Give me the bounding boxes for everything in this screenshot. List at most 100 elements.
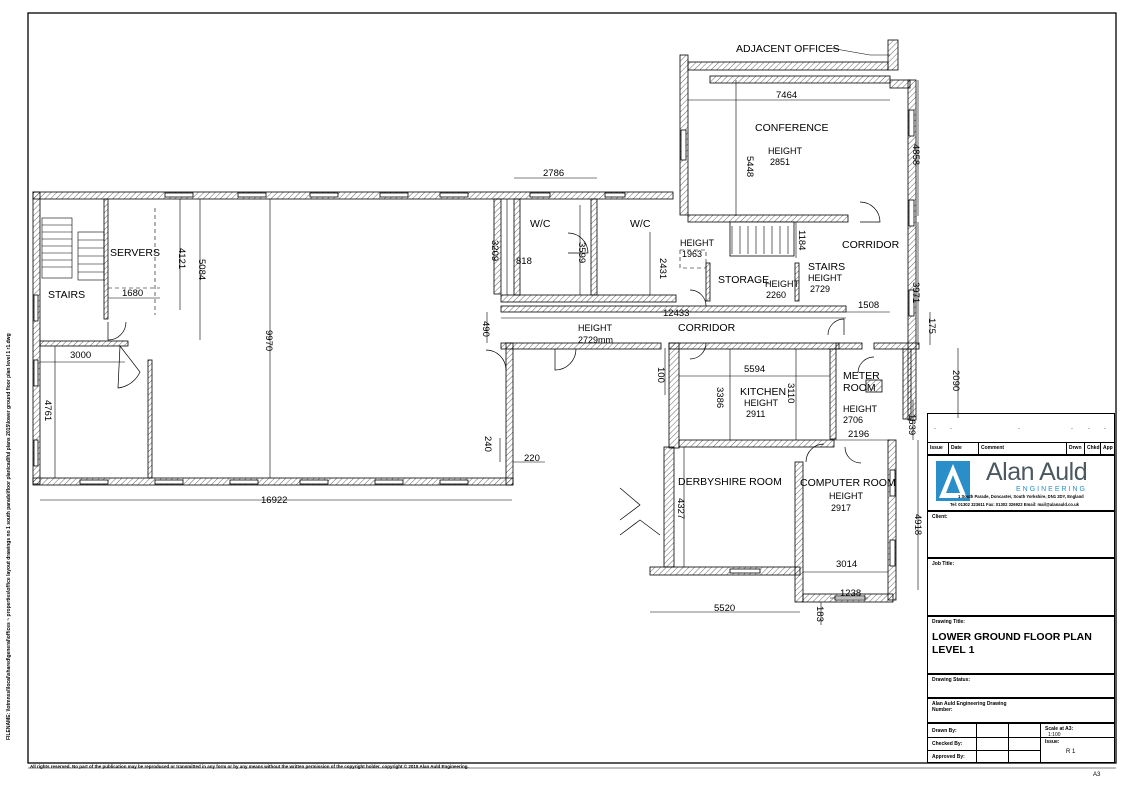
rev-mark: . <box>1104 424 1106 431</box>
dim-3386: 3386 <box>714 387 725 408</box>
rev-chkd-header: Chkd <box>1084 442 1100 455</box>
dim-1184: 1184 <box>796 230 807 250</box>
wc1-label: W/C <box>530 218 551 230</box>
rev-mark: . <box>950 424 952 431</box>
rev-mark: . <box>1088 424 1090 431</box>
dim-240: 240 <box>482 436 493 452</box>
meter-room-label-2: ROOM <box>843 382 876 394</box>
stairs-left-label: STAIRS <box>48 289 85 301</box>
approved-by-label: Approved By: <box>932 754 965 760</box>
client-label: Client: <box>932 514 948 520</box>
company-contact: Tel: 01302 323611 Fax: 01302 326922 Emai… <box>950 502 1080 507</box>
company-address: 1 South Parade, Doncaster, South Yorkshi… <box>958 494 1084 499</box>
room-labels: SERVERS STAIRS W/C W/C CONFERENCE HEIGHT… <box>48 43 900 513</box>
revision-table: . . . . . . Issue Date Comment Drwn Chkd… <box>927 413 1115 455</box>
drawn-by-label: Drawn By: <box>932 728 957 734</box>
derbyshire-label: DERBYSHIRE ROOM <box>678 476 782 488</box>
stairs-graphics <box>41 217 789 281</box>
dim-16922: 16922 <box>261 495 287 506</box>
dim-818: 818 <box>516 256 532 267</box>
conference-height: 2851 <box>770 157 790 167</box>
rev-comment-header: Comment <box>978 442 1066 455</box>
copyright-footer: All rights reserved. No part of the publ… <box>30 764 469 769</box>
drawing-title-label: Drawing Title: <box>932 619 965 625</box>
computer-room-label: COMPUTER ROOM <box>800 477 896 489</box>
checked-by-label: Checked By: <box>932 741 963 747</box>
adjacent-offices-label: ADJACENT OFFICES <box>736 43 840 55</box>
dimension-labels: 7464 5448 4858 2786 3209 3599 818 2431 1… <box>42 90 961 622</box>
dim-12433: 12433 <box>663 308 689 319</box>
storage-label: STORAGE <box>718 274 769 286</box>
file-path-label: FILENAME: <box>6 712 12 740</box>
dim-3971: 3971 <box>910 282 921 303</box>
dim-5520: 5520 <box>714 603 735 614</box>
dim-4918: 4918 <box>912 514 923 535</box>
corridor-height-label: HEIGHT <box>578 323 613 333</box>
rev-app-header: App <box>1100 442 1114 455</box>
conference-height-label: HEIGHT <box>768 146 803 156</box>
signature-table: Drawn By: Checked By: Approved By: Scale… <box>927 723 1115 763</box>
file-path-value: \\otmnxsl\local\shared\general\offices ~… <box>6 333 12 712</box>
stairs-height: 2729 <box>810 284 830 294</box>
drawing-title-line-2: LEVEL 1 <box>932 644 975 656</box>
dim-175: 175 <box>926 318 937 334</box>
rev-mark: . <box>934 424 936 431</box>
dim-3209: 3209 <box>489 240 500 261</box>
rev-drwn-header: Drwn <box>1066 442 1084 455</box>
job-title-label: Job Title: <box>932 561 955 567</box>
kitchen-height-label: HEIGHT <box>744 398 779 408</box>
dim-220: 220 <box>524 453 540 464</box>
kitchen-height: 2911 <box>746 409 765 419</box>
conference-label: CONFERENCE <box>755 122 829 134</box>
meter-room-label-1: METER <box>843 370 880 382</box>
meter-height: 2706 <box>843 415 863 425</box>
meter-height-label: HEIGHT <box>843 404 878 414</box>
job-title-box: Job Title: <box>927 558 1115 616</box>
dim-4121: 4121 <box>176 248 187 269</box>
dim-2090: 2090 <box>950 370 961 391</box>
dim-3599: 3599 <box>576 242 587 263</box>
stairs-height-label: HEIGHT <box>808 273 843 283</box>
drawing-number-box: Alan Auld Engineering Drawing Number: <box>927 698 1115 723</box>
sheet-border <box>27 12 1117 764</box>
dim-5448: 5448 <box>744 156 755 177</box>
rev-date-header: Date <box>948 442 978 455</box>
file-path: FILENAME: \\otmnxsl\local\shared\general… <box>6 333 12 740</box>
dim-2431: 2431 <box>657 258 668 279</box>
dim-7464: 7464 <box>776 90 797 101</box>
kitchen-label: KITCHEN <box>740 386 786 398</box>
drawing-number-label: Alan Auld Engineering Drawing Number: <box>932 701 1007 713</box>
scale-label: Scale at A3: <box>1045 726 1074 732</box>
dim-1680: 1680 <box>122 288 143 299</box>
company-subtitle: ENGINEERING <box>1016 486 1088 493</box>
drawing-status-box: Drawing Status: <box>927 674 1115 698</box>
wc-height: 1963 <box>682 249 702 259</box>
rev-mark: . <box>1018 424 1020 431</box>
computer-height-label: HEIGHT <box>829 491 864 501</box>
issue-label: Issue: <box>1045 739 1060 745</box>
dim-5084: 5084 <box>196 259 207 280</box>
doors <box>107 201 881 536</box>
stairs-right-label: STAIRS <box>808 261 845 273</box>
dim-2786: 2786 <box>543 168 564 179</box>
dim-2196: 2196 <box>848 429 869 440</box>
storage-height-label: HEIGHT <box>765 279 800 289</box>
dim-183: 183 <box>814 606 825 622</box>
company-logo-icon <box>936 461 970 501</box>
dimension-lines <box>40 47 959 625</box>
drawing-title-box: Drawing Title: LOWER GROUND FLOOR PLAN L… <box>927 616 1115 674</box>
corridor-main-label: CORRIDOR <box>678 322 736 334</box>
storage-height: 2260 <box>766 290 786 300</box>
wc-height-label: HEIGHT <box>680 238 715 248</box>
dim-3000: 3000 <box>70 350 91 361</box>
computer-height: 2917 <box>831 503 851 513</box>
dim-4858: 4858 <box>910 144 921 165</box>
dim-9970: 9970 <box>263 330 274 351</box>
dim-1639: 1639 <box>906 414 917 435</box>
rev-issue-header: Issue <box>930 445 943 451</box>
company-name: Alan Auld <box>986 458 1088 486</box>
dim-5594: 5594 <box>744 364 765 375</box>
dim-4327: 4327 <box>675 498 686 519</box>
dim-490: 490 <box>480 321 491 337</box>
